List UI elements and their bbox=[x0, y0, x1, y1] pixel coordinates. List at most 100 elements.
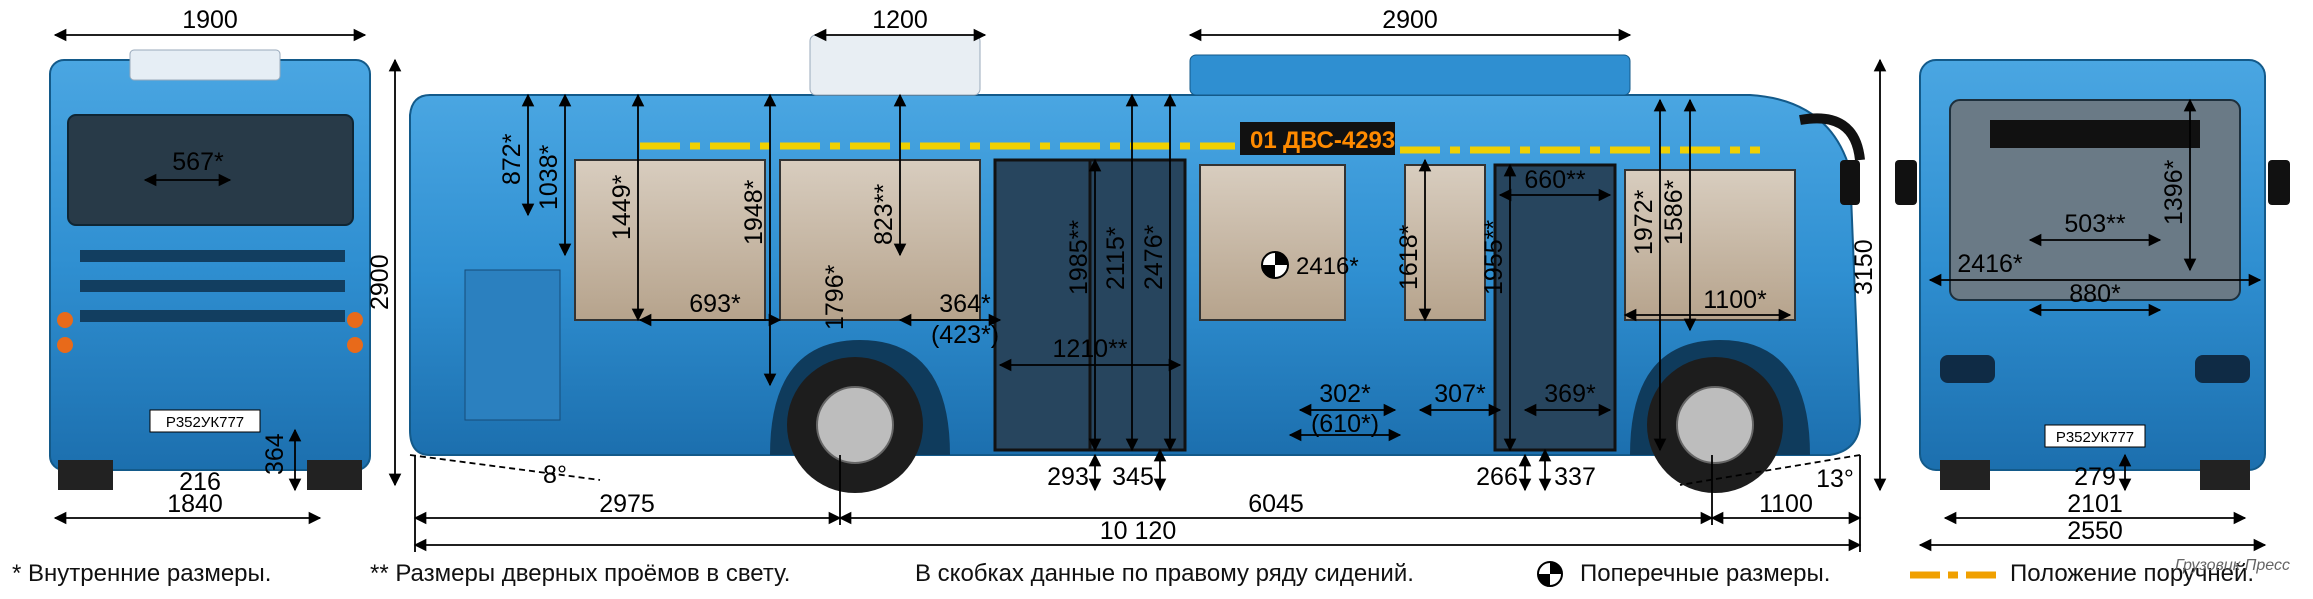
dim-v-10: 1618* bbox=[1395, 224, 1423, 290]
roof-pod bbox=[1189, 54, 1631, 96]
rear-width: 2550 bbox=[2067, 517, 2123, 545]
rear-aisle: 880* bbox=[2069, 280, 2121, 308]
side-window-2 bbox=[779, 159, 981, 321]
side-window-4 bbox=[1404, 164, 1486, 321]
front-grille-2 bbox=[80, 280, 345, 292]
front-windshield bbox=[67, 114, 354, 226]
front-grille bbox=[80, 250, 345, 262]
dim-v-7: 1985** bbox=[1065, 220, 1093, 295]
cross-section-icon-fill bbox=[1538, 562, 1562, 586]
headlight-right bbox=[2195, 355, 2250, 383]
side-mirror bbox=[1840, 160, 1860, 205]
front-lamp-right-2 bbox=[347, 337, 363, 353]
dim-h-5: 660** bbox=[1524, 166, 1585, 194]
legend-icons bbox=[1537, 561, 2000, 587]
destination-display bbox=[1240, 122, 1395, 155]
center-mass-label: 2416* bbox=[1296, 253, 1359, 280]
side-view-bus: 01 ДВС-4293 2416* bbox=[409, 34, 1865, 493]
headlight-left bbox=[1940, 355, 1995, 383]
dim-h-9: 307* bbox=[1434, 380, 1486, 408]
front-lamp-right bbox=[347, 312, 363, 328]
legend-handrail: Положение поручней. bbox=[2010, 560, 2255, 587]
dimension-lines bbox=[53, 28, 2267, 552]
dim-h-2: 364* bbox=[939, 290, 991, 318]
front-overhang: 2975 bbox=[599, 490, 655, 518]
dimension-labels: 1900 567* 216 364 1840 1200 2900 2900 87… bbox=[167, 6, 2188, 545]
height-2: 345 bbox=[1112, 463, 1154, 491]
ac-unit bbox=[809, 34, 981, 96]
watermark: Грузовик Пресс bbox=[2175, 557, 2290, 574]
front-lamp-left bbox=[57, 312, 73, 328]
front-window-inner: 567* bbox=[172, 148, 224, 176]
legend-door: ** Размеры дверных проёмов в свету. bbox=[370, 560, 791, 587]
front-lamp-left-2 bbox=[57, 337, 73, 353]
legend-inner: * Внутренние размеры. bbox=[12, 560, 272, 587]
front-plate-text: Р352УК777 bbox=[166, 414, 244, 431]
legend-brackets: В скобках данные по правому ряду сидений… bbox=[915, 560, 1414, 587]
dim-h-7: 302* bbox=[1319, 380, 1371, 408]
rear-wheel-left bbox=[1940, 460, 1990, 490]
angle-front: 8° bbox=[543, 461, 567, 489]
dim-v-2: 1038* bbox=[535, 144, 563, 210]
overall-height: 2900 bbox=[366, 254, 394, 310]
front-step-height: 364 bbox=[261, 433, 289, 475]
rear-hub bbox=[816, 386, 894, 464]
roof-unit bbox=[129, 49, 281, 81]
dim-v-13: 1586* bbox=[1660, 179, 1688, 245]
dim-v-8: 2115* bbox=[1102, 226, 1130, 290]
front-grille-3 bbox=[80, 310, 345, 322]
front-plate bbox=[149, 409, 261, 433]
dim-v-12: 1972* bbox=[1630, 189, 1658, 255]
rear-windshield bbox=[1949, 99, 2241, 301]
legend-cross: Поперечные размеры. bbox=[1580, 560, 1831, 587]
rear-inner-width: 2416* bbox=[1957, 250, 2023, 278]
rear-wheel-right bbox=[2200, 460, 2250, 490]
dim-h-1: 693* bbox=[689, 290, 741, 318]
height-1: 293 bbox=[1047, 463, 1089, 491]
dim-h-3: (423*) bbox=[931, 321, 999, 349]
rear-step: 279 bbox=[2074, 463, 2116, 491]
front-wheel-right bbox=[307, 460, 362, 490]
dim-h-6: 1100* bbox=[1703, 286, 1767, 314]
dim-v-3: 1449* bbox=[608, 174, 636, 240]
side-mirror-arm bbox=[1799, 113, 1865, 161]
rear-height-inner: 1396* bbox=[2160, 159, 2188, 225]
rear-plate-text: Р352УК777 bbox=[2056, 429, 2134, 446]
height-4: 337 bbox=[1554, 463, 1596, 491]
destination-text: ДВС-4293 bbox=[1283, 127, 1395, 154]
dim-v-11: 1955** bbox=[1480, 220, 1508, 295]
front-hub bbox=[1676, 386, 1754, 464]
dim-h-10: 369* bbox=[1544, 380, 1596, 408]
front-view-bus: Р352УК777 bbox=[49, 49, 371, 490]
side-window-3 bbox=[1199, 164, 1346, 321]
center-mass-fill bbox=[1262, 252, 1288, 278]
angle-rear: 13° bbox=[1816, 465, 1854, 493]
front-track: 1840 bbox=[167, 490, 223, 518]
dim-v-4: 1948* bbox=[740, 179, 768, 245]
mirror-right bbox=[2268, 160, 2290, 205]
total-length: 10 120 bbox=[1100, 517, 1176, 545]
dim-v-5: 823** bbox=[870, 184, 898, 245]
dim-v-9: 2476* bbox=[1140, 224, 1168, 290]
dim-v-1: 872* bbox=[498, 133, 526, 185]
dim-h-4: 1210** bbox=[1052, 335, 1127, 363]
wheelbase: 6045 bbox=[1248, 490, 1304, 518]
dim-h-8: (610*) bbox=[1311, 410, 1379, 438]
roof-pod-length: 2900 bbox=[1382, 6, 1438, 34]
front-top-width: 1900 bbox=[182, 6, 238, 34]
rear-plate bbox=[2044, 424, 2146, 448]
dim-v-6: 1796* bbox=[821, 264, 849, 330]
rear-view-bus: Р352УК777 bbox=[1895, 59, 2290, 490]
rear-track: 2101 bbox=[2067, 490, 2123, 518]
destination-route: 01 bbox=[1250, 127, 1277, 154]
height-3: 266 bbox=[1476, 463, 1518, 491]
rear-seat-width: 503** bbox=[2064, 210, 2125, 238]
engine-grille bbox=[464, 269, 561, 421]
side-window-1 bbox=[574, 159, 766, 321]
front-wheel-offset: 216 bbox=[179, 468, 221, 496]
rear-overhang: 1100 bbox=[1759, 490, 1813, 518]
ac-unit-length: 1200 bbox=[872, 6, 928, 34]
mirror-left bbox=[1895, 160, 1917, 205]
